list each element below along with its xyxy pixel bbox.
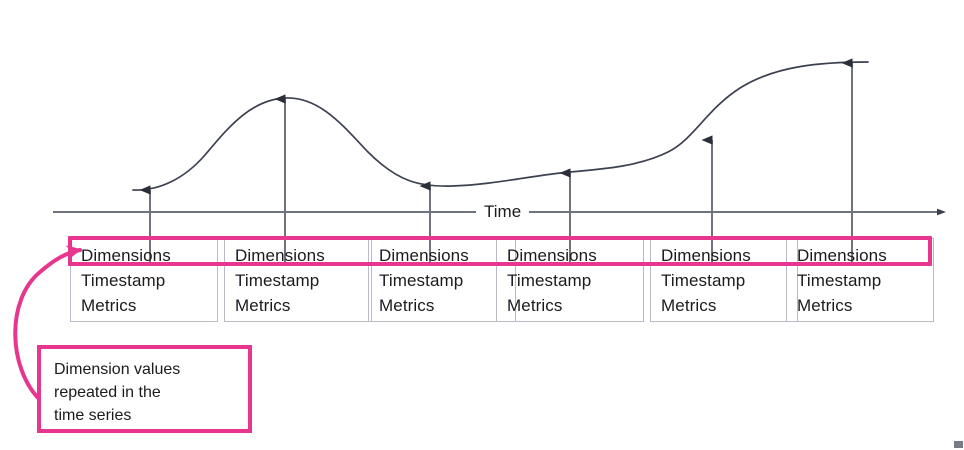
record-timestamp-label: Timestamp — [507, 271, 592, 290]
axis-label-time: Time — [476, 200, 530, 224]
callout-line-2: repeated in the — [54, 384, 161, 401]
callout-connector-arrow — [13, 245, 82, 402]
record-metrics-label: Metrics — [661, 296, 717, 315]
record-metrics-label: Metrics — [507, 296, 563, 315]
record-metrics-label: Metrics — [797, 296, 853, 315]
record-box[interactable]: Dimensions Timestamp Metrics — [224, 238, 372, 322]
record-box[interactable]: Dimensions Timestamp Metrics — [70, 238, 218, 322]
record-box[interactable]: Dimensions Timestamp Metrics — [650, 238, 798, 322]
record-dimensions-label: Dimensions — [379, 246, 469, 265]
corner-mark — [954, 441, 963, 448]
callout-box: Dimension values repeated in the time se… — [37, 345, 252, 433]
record-dimensions-label: Dimensions — [81, 246, 171, 265]
record-dimensions-label: Dimensions — [507, 246, 597, 265]
metric-curve — [132, 61, 869, 191]
record-timestamp-label: Timestamp — [379, 271, 464, 290]
record-metrics-label: Metrics — [379, 296, 435, 315]
record-metrics-label: Metrics — [81, 296, 137, 315]
record-dimensions-label: Dimensions — [797, 246, 887, 265]
record-timestamp-label: Timestamp — [661, 271, 746, 290]
callout-line-1: Dimension values — [54, 361, 181, 378]
record-timestamp-label: Timestamp — [797, 271, 882, 290]
dimensions-highlight-band — [68, 236, 932, 266]
callout-line-3: time series — [54, 407, 132, 424]
record-box[interactable]: Dimensions Timestamp Metrics — [496, 238, 644, 322]
record-timestamp-label: Timestamp — [235, 271, 320, 290]
record-dimensions-label: Dimensions — [235, 246, 325, 265]
record-timestamp-label: Timestamp — [81, 271, 166, 290]
record-dimensions-label: Dimensions — [661, 246, 751, 265]
record-metrics-label: Metrics — [235, 296, 291, 315]
